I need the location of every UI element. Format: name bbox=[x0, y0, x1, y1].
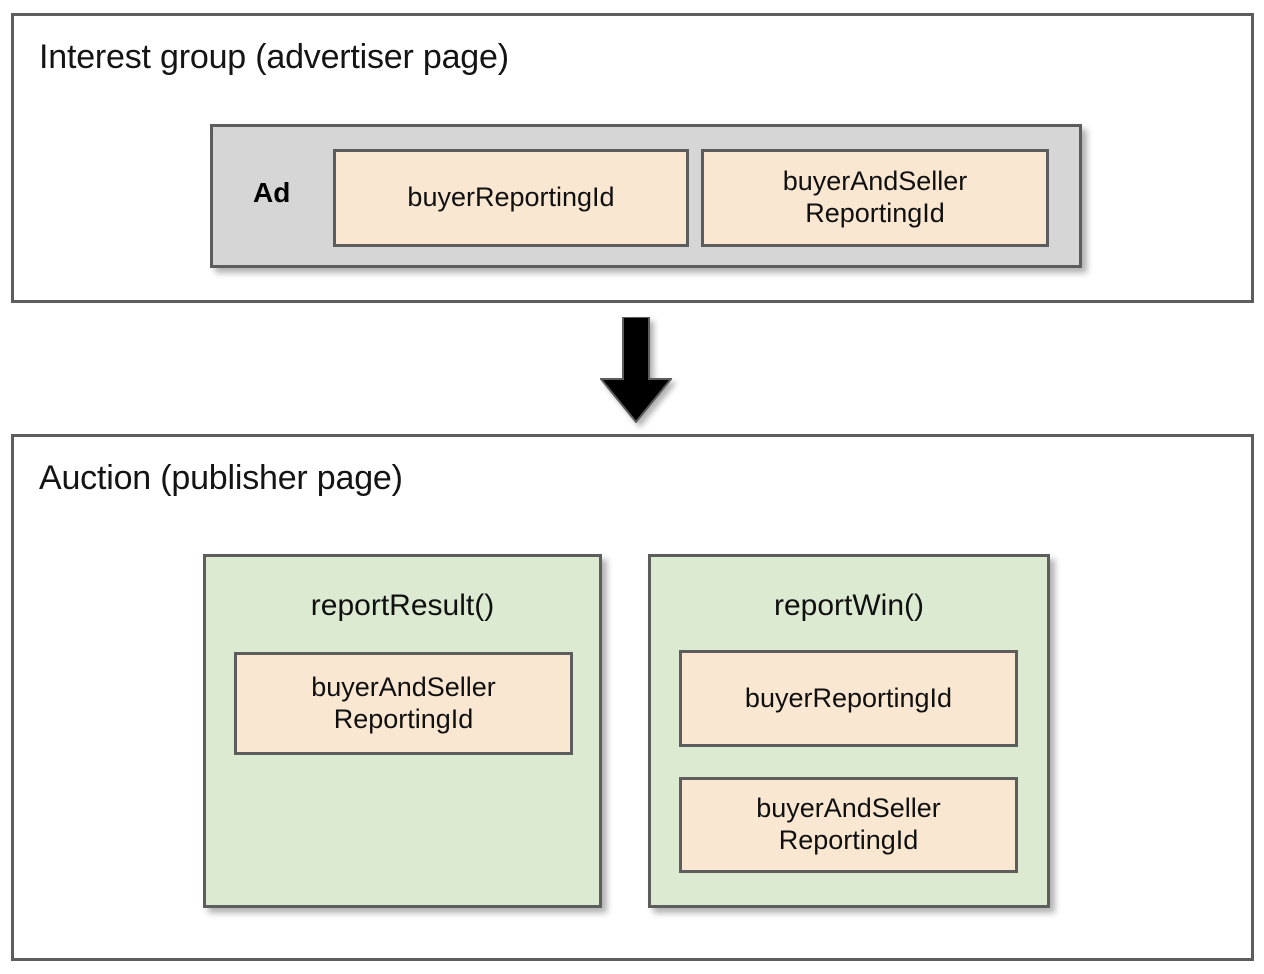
ad-field-buyer-and-seller-reporting-id: buyerAndSeller ReportingId bbox=[701, 149, 1049, 247]
report-result-field-label: buyerAndSeller ReportingId bbox=[311, 672, 496, 736]
field-line-1: buyerAndSeller bbox=[782, 166, 968, 197]
function-box-report-result: reportResult() buyerAndSeller ReportingI… bbox=[203, 554, 602, 908]
auction-panel: Auction (publisher page) bbox=[11, 434, 1254, 961]
field-line-1: buyerAndSeller bbox=[311, 671, 496, 702]
field-line-2: ReportingId bbox=[333, 703, 474, 734]
ad-field-buyer-reporting-id: buyerReportingId bbox=[333, 149, 689, 247]
auction-title: Auction (publisher page) bbox=[39, 459, 403, 497]
function-name-report-result: reportResult() bbox=[310, 589, 495, 622]
field-line-1: buyerAndSeller bbox=[756, 793, 941, 824]
report-win-field-buyer-and-seller-reporting-id: buyerAndSeller ReportingId bbox=[679, 777, 1018, 873]
ad-field-buyer-reporting-id-label: buyerReportingId bbox=[407, 182, 615, 213]
interest-group-title: Interest group (advertiser page) bbox=[39, 38, 509, 76]
report-win-field-buyer-reporting-id-label: buyerReportingId bbox=[744, 682, 953, 713]
function-box-report-win: reportWin() buyerReportingId buyerAndSel… bbox=[648, 554, 1050, 908]
down-arrow-icon bbox=[600, 317, 672, 423]
report-win-field-buyer-and-seller-reporting-id-label: buyerAndSeller ReportingId bbox=[756, 793, 941, 857]
report-win-field-buyer-reporting-id: buyerReportingId bbox=[679, 650, 1018, 747]
function-name-report-win: reportWin() bbox=[773, 589, 924, 622]
report-result-field-buyer-and-seller-reporting-id: buyerAndSeller ReportingId bbox=[234, 652, 573, 755]
interest-group-panel: Interest group (advertiser page) Ad buye… bbox=[11, 13, 1254, 303]
ad-field-buyer-and-seller-reporting-id-label: buyerAndSeller ReportingId bbox=[783, 166, 968, 230]
field-line-2: ReportingId bbox=[778, 825, 919, 855]
ad-container: Ad buyerReportingId buyerAndSeller Repor… bbox=[210, 124, 1082, 268]
ad-label: Ad bbox=[253, 177, 291, 208]
field-line-2: ReportingId bbox=[805, 198, 945, 228]
